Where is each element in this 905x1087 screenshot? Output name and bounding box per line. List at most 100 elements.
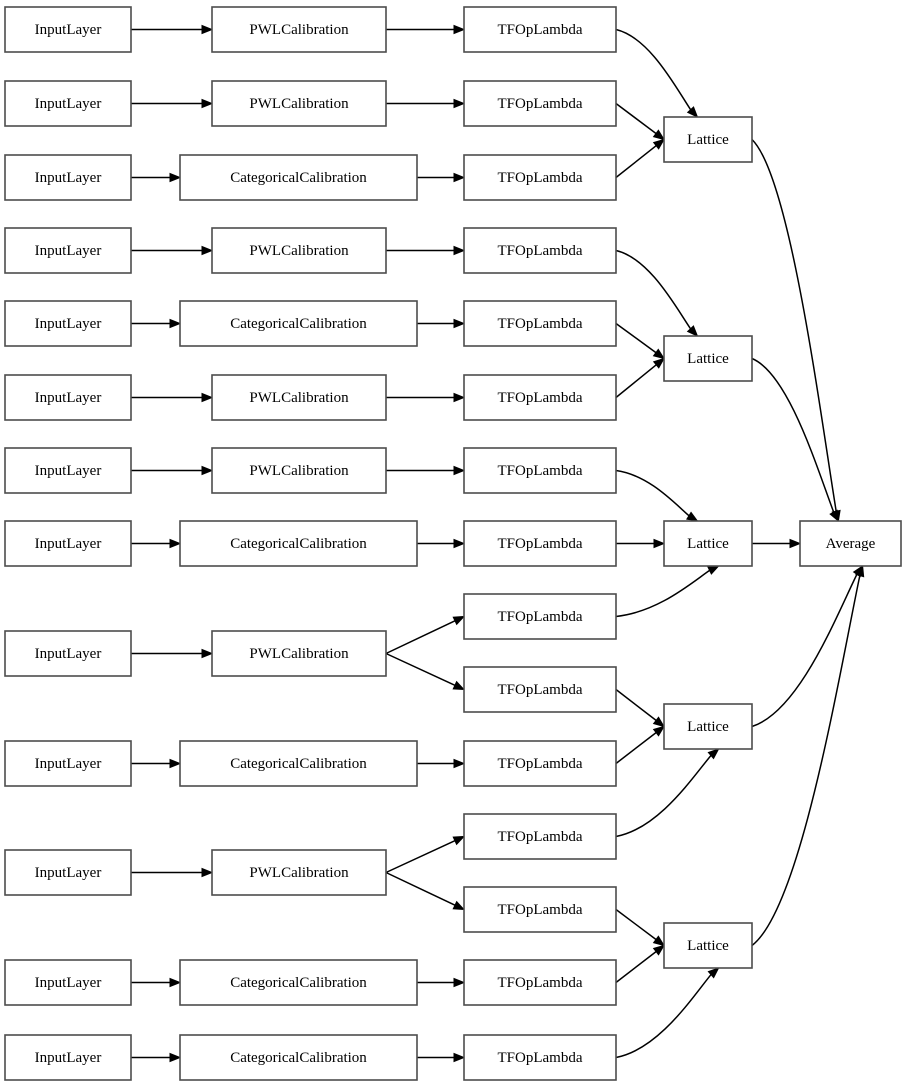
edge-tfoplambda-to-lattice <box>615 755 712 838</box>
node-label: InputLayer <box>35 390 102 406</box>
edge-tfoplambda-to-lattice <box>615 688 657 721</box>
node-box <box>4 374 132 421</box>
node-label: InputLayer <box>35 22 102 38</box>
node-pwlcalibration-cal9[interactable]: PWLCalibration <box>211 630 387 677</box>
arrowhead-icon <box>707 565 720 575</box>
node-pwlcalibration-cal2[interactable]: PWLCalibration <box>211 80 387 127</box>
node-inputlayer-in5[interactable]: InputLayer <box>4 300 132 347</box>
arrowhead-icon <box>201 392 214 403</box>
node-tfoplambda-op3[interactable]: TFOpLambda <box>463 154 617 201</box>
node-inputlayer-in3[interactable]: InputLayer <box>4 154 132 201</box>
arrowhead-icon <box>453 758 466 769</box>
node-label: PWLCalibration <box>249 865 349 881</box>
node-tfoplambda-op7[interactable]: TFOpLambda <box>463 447 617 494</box>
node-tfoplambda-op13[interactable]: TFOpLambda <box>463 886 617 933</box>
node-inputlayer-in2[interactable]: InputLayer <box>4 80 132 127</box>
node-label: TFOpLambda <box>498 975 583 991</box>
arrowhead-icon <box>652 357 666 369</box>
node-label: InputLayer <box>35 646 102 662</box>
node-pwlcalibration-cal11[interactable]: PWLCalibration <box>211 849 387 896</box>
node-inputlayer-in4[interactable]: InputLayer <box>4 227 132 274</box>
node-box <box>211 630 387 677</box>
node-inputlayer-in10[interactable]: InputLayer <box>4 740 132 787</box>
node-inputlayer-in7[interactable]: InputLayer <box>4 447 132 494</box>
node-label: Lattice <box>687 351 729 367</box>
node-label: InputLayer <box>35 1050 102 1066</box>
node-lattice-lat5[interactable]: Lattice <box>663 922 753 969</box>
node-label: TFOpLambda <box>498 463 583 479</box>
arrowhead-icon <box>686 106 699 118</box>
edges-layer <box>131 24 865 1063</box>
node-tfoplambda-op14[interactable]: TFOpLambda <box>463 959 617 1006</box>
node-inputlayer-in11[interactable]: InputLayer <box>4 849 132 896</box>
node-box <box>211 227 387 274</box>
node-lattice-lat2[interactable]: Lattice <box>663 335 753 382</box>
node-pwlcalibration-cal6[interactable]: PWLCalibration <box>211 374 387 421</box>
node-box <box>463 154 617 201</box>
node-box <box>463 227 617 274</box>
node-categoricalcalibration-cal8[interactable]: CategoricalCalibration <box>179 520 418 567</box>
edge-lattice-to-average <box>751 357 835 513</box>
node-box <box>463 520 617 567</box>
arrowhead-icon <box>789 538 802 549</box>
node-categoricalcalibration-cal12[interactable]: CategoricalCalibration <box>179 959 418 1006</box>
node-tfoplambda-op10[interactable]: TFOpLambda <box>463 666 617 713</box>
node-box <box>799 520 902 567</box>
node-box <box>4 1034 132 1081</box>
node-box <box>4 80 132 127</box>
node-label: InputLayer <box>35 865 102 881</box>
arrowhead-icon <box>201 867 214 878</box>
node-label: PWLCalibration <box>249 463 349 479</box>
node-inputlayer-in1[interactable]: InputLayer <box>4 6 132 53</box>
node-label: Average <box>826 536 876 552</box>
edge-tfoplambda-to-lattice <box>615 569 711 618</box>
node-categoricalcalibration-cal3[interactable]: CategoricalCalibration <box>179 154 418 201</box>
node-lattice-lat4[interactable]: Lattice <box>663 703 753 750</box>
node-label: TFOpLambda <box>498 756 583 772</box>
node-categoricalcalibration-cal10[interactable]: CategoricalCalibration <box>179 740 418 787</box>
node-label: TFOpLambda <box>498 682 583 698</box>
node-box <box>463 666 617 713</box>
node-tfoplambda-op5[interactable]: TFOpLambda <box>463 300 617 347</box>
node-box <box>4 154 132 201</box>
node-box <box>463 80 617 127</box>
node-box <box>663 116 753 163</box>
node-box <box>463 6 617 53</box>
node-tfoplambda-op4[interactable]: TFOpLambda <box>463 227 617 274</box>
node-tfoplambda-op15[interactable]: TFOpLambda <box>463 1034 617 1081</box>
node-inputlayer-in6[interactable]: InputLayer <box>4 374 132 421</box>
arrowhead-icon <box>201 24 214 35</box>
node-label: PWLCalibration <box>249 390 349 406</box>
node-inputlayer-in12[interactable]: InputLayer <box>4 959 132 1006</box>
arrowhead-icon <box>169 758 182 769</box>
arrowhead-icon <box>652 935 666 947</box>
node-label: PWLCalibration <box>249 243 349 259</box>
node-pwlcalibration-cal4[interactable]: PWLCalibration <box>211 227 387 274</box>
arrowhead-icon <box>453 538 466 549</box>
node-tfoplambda-op9[interactable]: TFOpLambda <box>463 593 617 640</box>
node-lattice-lat3[interactable]: Lattice <box>663 520 753 567</box>
node-tfoplambda-op8[interactable]: TFOpLambda <box>463 520 617 567</box>
node-inputlayer-in13[interactable]: InputLayer <box>4 1034 132 1081</box>
node-pwlcalibration-cal7[interactable]: PWLCalibration <box>211 447 387 494</box>
node-tfoplambda-op1[interactable]: TFOpLambda <box>463 6 617 53</box>
node-tfoplambda-op11[interactable]: TFOpLambda <box>463 740 617 787</box>
arrowhead-icon <box>653 538 666 549</box>
node-pwlcalibration-cal1[interactable]: PWLCalibration <box>211 6 387 53</box>
node-tfoplambda-op12[interactable]: TFOpLambda <box>463 813 617 860</box>
node-box <box>4 959 132 1006</box>
node-inputlayer-in8[interactable]: InputLayer <box>4 520 132 567</box>
node-categoricalcalibration-cal5[interactable]: CategoricalCalibration <box>179 300 418 347</box>
node-tfoplambda-op2[interactable]: TFOpLambda <box>463 80 617 127</box>
node-lattice-lat1[interactable]: Lattice <box>663 116 753 163</box>
node-categoricalcalibration-cal13[interactable]: CategoricalCalibration <box>179 1034 418 1081</box>
node-tfoplambda-op6[interactable]: TFOpLambda <box>463 374 617 421</box>
arrowhead-icon <box>652 725 666 737</box>
node-label: CategoricalCalibration <box>230 975 367 991</box>
node-inputlayer-in9[interactable]: InputLayer <box>4 630 132 677</box>
arrowhead-icon <box>452 900 466 911</box>
node-box <box>463 740 617 787</box>
node-box <box>211 6 387 53</box>
node-average-avg[interactable]: Average <box>799 520 902 567</box>
node-label: InputLayer <box>35 756 102 772</box>
